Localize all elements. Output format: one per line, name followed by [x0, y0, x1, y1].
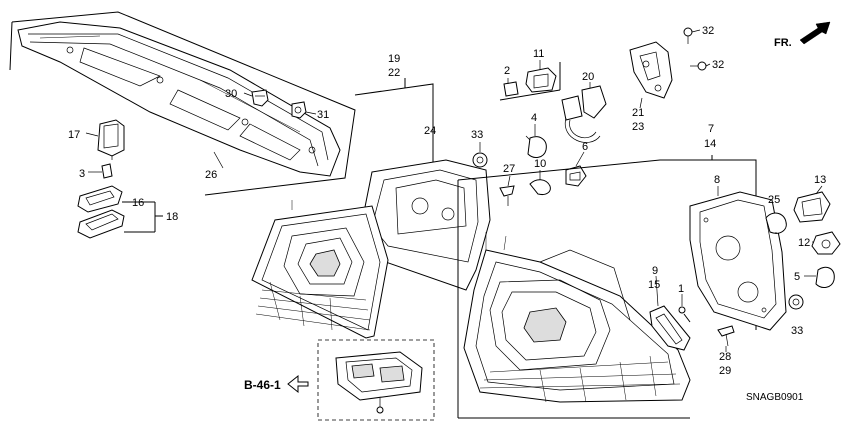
- label-18: 18: [166, 211, 178, 223]
- leader-lines: [85, 29, 823, 352]
- label-12: 12: [798, 237, 810, 249]
- bulb-5: [815, 266, 835, 288]
- clip-30: [251, 89, 269, 107]
- label-24: 24: [424, 125, 436, 137]
- front-direction-label: FR.: [774, 37, 792, 49]
- front-arrow-icon: [799, 21, 831, 45]
- bulb-2: [503, 81, 519, 97]
- bulb-3: [101, 163, 113, 179]
- socket-13: [793, 191, 831, 223]
- label-27: 27: [503, 163, 515, 175]
- label-30: 30: [225, 88, 237, 100]
- inner-box-lines: [354, 78, 434, 170]
- bulb-10: [529, 179, 551, 195]
- label-16: 16: [132, 197, 144, 209]
- label-32a: 32: [702, 25, 714, 37]
- reference-arrow: [287, 374, 309, 394]
- gasket-16: [77, 185, 123, 213]
- label-23: 23: [632, 121, 644, 133]
- label-19: 19: [388, 53, 400, 65]
- diagram-code: SNAGB0901: [746, 392, 804, 403]
- clip-28-29: [717, 325, 735, 347]
- harness-20: [561, 85, 607, 143]
- label-11: 11: [533, 48, 544, 60]
- socket-6: [565, 165, 587, 187]
- garnish-box: [9, 11, 356, 196]
- label-33a: 33: [471, 129, 483, 141]
- label-22: 22: [388, 67, 400, 79]
- lens-18: [77, 209, 125, 239]
- label-5: 5: [794, 271, 800, 283]
- label-7: 7: [708, 123, 714, 135]
- label-31: 31: [317, 109, 329, 121]
- label-4: 4: [531, 112, 537, 124]
- bracket-21-23: [629, 41, 673, 99]
- bulb-4: [525, 135, 547, 158]
- label-1: 1: [678, 283, 684, 295]
- screw-27: [499, 185, 515, 206]
- label-9: 9: [652, 265, 658, 277]
- label-3: 3: [79, 168, 85, 180]
- socket-17: [97, 119, 125, 160]
- bracket-16-18: [122, 201, 163, 233]
- nut-33b: [788, 294, 804, 310]
- socket-11: [525, 67, 557, 93]
- label-14: 14: [704, 138, 716, 150]
- bulb-group-box: [499, 62, 561, 101]
- label-26: 26: [205, 169, 217, 181]
- bulb-25: [765, 212, 787, 234]
- nut-33a: [472, 152, 488, 168]
- label-6: 6: [582, 141, 588, 153]
- label-32b: 32: [712, 59, 724, 71]
- label-21: 21: [632, 107, 644, 119]
- label-20: 20: [582, 71, 594, 83]
- part-labels: 19 22 24 26 30 31 17 3 16 18 11 2 20 21 …: [68, 25, 826, 377]
- label-8: 8: [714, 174, 720, 186]
- inner-tail-light: [251, 200, 389, 339]
- label-25: 25: [768, 194, 780, 206]
- bracket-9-15: [649, 305, 691, 351]
- label-10: 10: [534, 158, 546, 170]
- label-33b: 33: [791, 325, 803, 337]
- trunk-garnish: [17, 21, 341, 177]
- label-28: 28: [719, 351, 731, 363]
- label-17: 17: [68, 129, 80, 141]
- socket-12: [811, 231, 841, 255]
- clip-31: [291, 101, 307, 119]
- label-2: 2: [504, 65, 510, 77]
- label-15: 15: [648, 279, 660, 291]
- label-13: 13: [814, 174, 826, 186]
- label-29: 29: [719, 365, 731, 377]
- reference-box: [317, 339, 435, 421]
- outer-tail-light: [463, 232, 691, 403]
- outer-gasket-8: [689, 191, 787, 331]
- reference-label: B-46-1: [244, 378, 281, 392]
- screw-1: [678, 306, 691, 323]
